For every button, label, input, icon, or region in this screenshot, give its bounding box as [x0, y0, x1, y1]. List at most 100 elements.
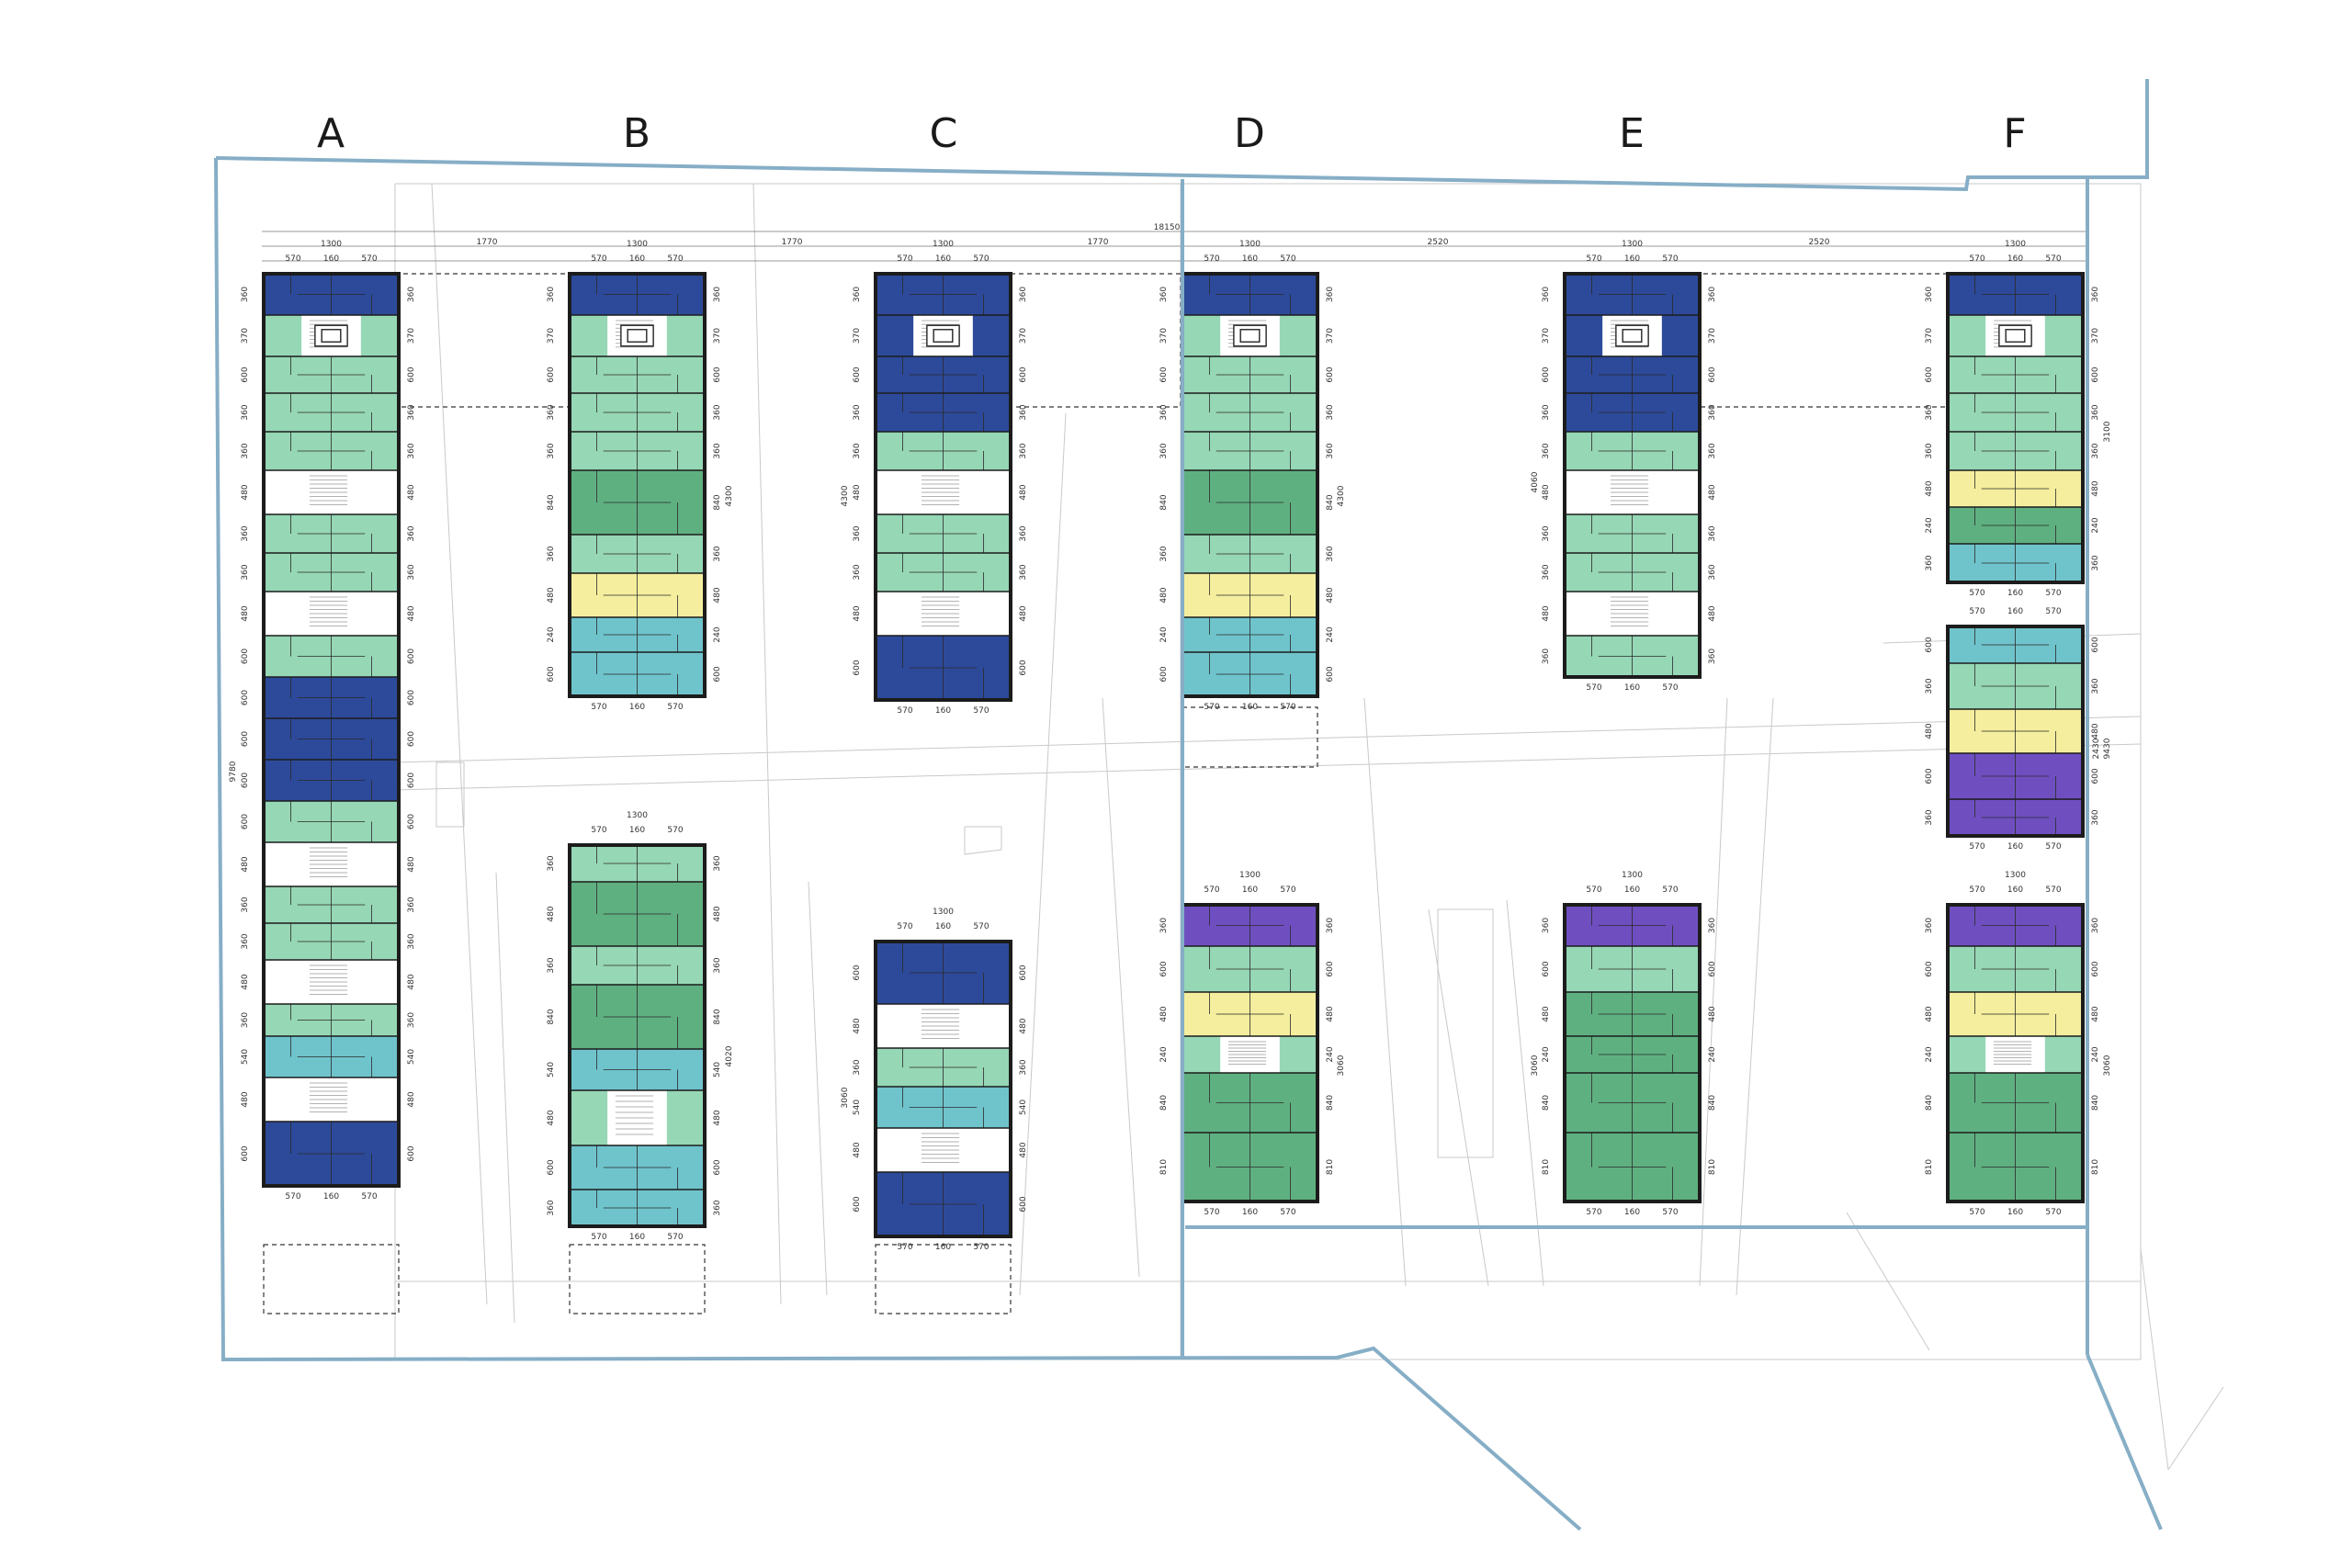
svg-text:480: 480	[407, 605, 416, 621]
svg-text:480: 480	[1326, 587, 1335, 603]
svg-text:840: 840	[713, 1009, 722, 1024]
svg-text:360: 360	[547, 287, 556, 302]
svg-text:360: 360	[713, 546, 722, 561]
svg-text:160: 160	[1242, 1208, 1258, 1217]
svg-text:810: 810	[1159, 1159, 1169, 1175]
svg-text:360: 360	[713, 855, 722, 871]
svg-text:1300: 1300	[933, 908, 954, 917]
svg-text:480: 480	[1542, 605, 1551, 621]
svg-text:480: 480	[1019, 605, 1028, 621]
svg-text:570: 570	[1204, 1208, 1219, 1217]
svg-text:360: 360	[407, 1012, 416, 1028]
svg-text:360: 360	[713, 404, 722, 420]
unit-strip	[570, 1090, 608, 1145]
svg-text:160: 160	[1624, 886, 1640, 895]
svg-text:600: 600	[1542, 367, 1551, 382]
svg-text:600: 600	[713, 666, 722, 682]
svg-text:160: 160	[2007, 1208, 2023, 1217]
svg-text:360: 360	[241, 897, 250, 912]
svg-text:570: 570	[285, 254, 300, 264]
svg-text:840: 840	[1159, 1095, 1169, 1111]
svg-text:360: 360	[407, 287, 416, 302]
svg-text:360: 360	[2091, 555, 2100, 570]
svg-text:360: 360	[407, 897, 416, 912]
svg-text:360: 360	[853, 525, 862, 541]
svg-text:370: 370	[1925, 328, 1934, 344]
svg-text:360: 360	[1326, 918, 1335, 933]
unit-strip	[360, 315, 399, 356]
svg-text:480: 480	[1542, 1006, 1551, 1021]
svg-text:370: 370	[713, 328, 722, 344]
svg-text:360: 360	[2091, 678, 2100, 694]
svg-text:360: 360	[853, 1059, 862, 1075]
dim-height-f-top: 3100	[2103, 421, 2112, 442]
svg-text:360: 360	[853, 443, 862, 458]
building-b-bottom-outline	[568, 843, 707, 1228]
svg-text:570: 570	[1662, 254, 1678, 264]
svg-text:160: 160	[323, 1192, 339, 1201]
svg-text:160: 160	[629, 703, 645, 712]
column-label-a: A	[317, 110, 345, 157]
svg-text:360: 360	[1708, 918, 1717, 933]
svg-text:600: 600	[1925, 961, 1934, 976]
svg-text:600: 600	[853, 964, 862, 980]
svg-text:600: 600	[407, 690, 416, 705]
unit-strip	[1279, 1036, 1317, 1073]
svg-text:360: 360	[713, 957, 722, 973]
svg-text:240: 240	[1925, 517, 1934, 533]
svg-text:360: 360	[1542, 564, 1551, 580]
svg-text:480: 480	[241, 1091, 250, 1107]
column-label-f: F	[2003, 110, 2026, 157]
svg-text:1300: 1300	[1239, 240, 1261, 249]
unit-strip	[1182, 1036, 1221, 1073]
svg-text:480: 480	[1925, 1006, 1934, 1021]
svg-text:540: 540	[853, 1100, 862, 1115]
svg-text:840: 840	[1326, 1095, 1335, 1111]
svg-text:360: 360	[407, 933, 416, 949]
unit-strip	[570, 315, 608, 356]
column-label-c: C	[930, 110, 958, 157]
svg-text:160: 160	[1624, 1208, 1640, 1217]
svg-text:570: 570	[667, 254, 683, 264]
dim-gap-ef: 2520	[1809, 238, 1830, 247]
svg-text:480: 480	[241, 856, 250, 872]
svg-text:370: 370	[547, 328, 556, 344]
svg-text:360: 360	[1925, 809, 1934, 825]
svg-text:600: 600	[713, 367, 722, 382]
svg-text:370: 370	[853, 328, 862, 344]
site-boundary	[214, 79, 2163, 1531]
svg-text:840: 840	[547, 1009, 556, 1024]
svg-text:360: 360	[1019, 1059, 1028, 1075]
svg-text:540: 540	[1019, 1100, 1028, 1115]
svg-text:360: 360	[1708, 564, 1717, 580]
svg-text:570: 570	[667, 826, 683, 835]
svg-text:570: 570	[1280, 254, 1295, 264]
svg-text:570: 570	[1586, 254, 1601, 264]
svg-text:480: 480	[407, 484, 416, 500]
svg-text:480: 480	[853, 605, 862, 621]
svg-text:360: 360	[2091, 918, 2100, 933]
dim-height-f-bottom: 3060	[2103, 1055, 2112, 1076]
svg-text:360: 360	[1326, 404, 1335, 420]
svg-text:370: 370	[1019, 328, 1028, 344]
svg-text:840: 840	[2091, 1095, 2100, 1111]
dim-height-c-top: 4300	[841, 485, 850, 506]
svg-text:600: 600	[241, 1145, 250, 1161]
svg-text:600: 600	[1019, 1196, 1028, 1212]
svg-text:570: 570	[897, 922, 912, 931]
svg-text:570: 570	[897, 254, 912, 264]
svg-text:570: 570	[2045, 842, 2061, 852]
svg-text:570: 570	[591, 1233, 606, 1242]
svg-text:360: 360	[241, 404, 250, 420]
svg-text:360: 360	[1925, 678, 1934, 694]
svg-text:360: 360	[1159, 404, 1169, 420]
unit-strip	[2044, 1036, 2083, 1073]
svg-text:600: 600	[547, 367, 556, 382]
svg-text:600: 600	[1925, 768, 1934, 784]
svg-text:360: 360	[241, 525, 250, 541]
svg-text:360: 360	[1925, 918, 1934, 933]
column-label-e: E	[1619, 110, 1645, 157]
svg-text:600: 600	[1542, 961, 1551, 976]
svg-text:360: 360	[1019, 564, 1028, 580]
